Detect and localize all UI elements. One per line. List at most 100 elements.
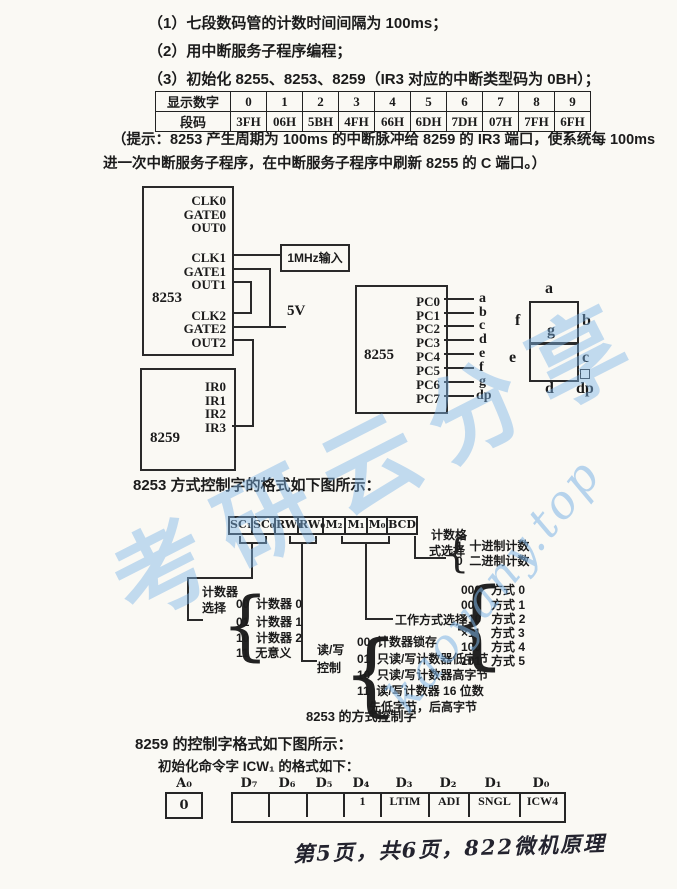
brace: { xyxy=(221,580,270,669)
cw8253-section-title: 8253 方式控制字的格式如下图所示： xyxy=(133,477,381,494)
list-item-3: （3）初始化 8255、8253、8259（IR3 对应的中断类型码为 0BH）… xyxy=(148,71,600,88)
wire-out2 xyxy=(232,339,254,341)
icw1-header-d5: D₅ xyxy=(315,776,333,791)
code-cell: 66H xyxy=(374,111,411,132)
count-format-label-1: 计数格 xyxy=(431,528,468,542)
counter-select-label-1: 计数器 xyxy=(202,585,239,599)
display-seg-b: b xyxy=(582,312,591,329)
rw-option: 11 读/写计数器 16 位数 xyxy=(357,684,484,698)
wire-seg-c xyxy=(444,325,474,327)
format-option: 0 二进制计数 xyxy=(456,554,530,568)
icw1-cell-d6 xyxy=(270,794,308,817)
icw1-header-a0: A₀ xyxy=(176,776,192,791)
brace: { xyxy=(444,531,470,577)
digit-cell: 6 xyxy=(446,91,483,112)
icw1-subtitle: 初始化命令字 ICW₁ 的格式如下： xyxy=(158,759,360,774)
pin-out0: OUT0 xyxy=(191,220,226,235)
connector xyxy=(187,577,253,579)
connector xyxy=(414,536,416,559)
seg-line-b: b xyxy=(479,305,487,320)
mode-option: 101 方式 5 xyxy=(461,654,526,668)
counter-option: 11 无意义 xyxy=(236,646,292,660)
seg-line-a: a xyxy=(479,291,486,306)
pin-ir3: IR3 xyxy=(205,420,226,435)
connector xyxy=(251,542,253,579)
mode-option: ×11 方式 3 xyxy=(461,626,525,640)
chip-8255-label: 8255 xyxy=(364,347,394,363)
seg-line-e: e xyxy=(479,346,486,361)
connector xyxy=(388,536,390,544)
connector xyxy=(341,536,343,544)
display-seg-e: e xyxy=(509,349,517,366)
icw1-cell-d4: 1 xyxy=(345,794,382,817)
wire-out2-ir3-vertical xyxy=(252,339,254,427)
icw1-bit-row: 1 LTIM ADI SNGL ICW4 xyxy=(231,792,566,823)
pin-out1: OUT1 xyxy=(191,277,226,292)
pin-pc1: PC1 xyxy=(416,308,440,323)
pin-ir0: IR0 xyxy=(205,379,226,394)
list-item-2: （2）用中断服务子程序编程； xyxy=(148,43,352,60)
rw-control-label-2: 控制 xyxy=(317,661,342,675)
icw1-header-d0: D₀ xyxy=(532,776,550,791)
rw-option: 01 只读/写计数器低字节 xyxy=(357,652,489,666)
seg-line-c: c xyxy=(479,318,486,333)
wire-seg-e xyxy=(444,353,474,355)
wire-seg-f xyxy=(444,367,474,369)
icw1-header-d1: D₁ xyxy=(484,776,502,791)
icw1-a0-cell: 0 xyxy=(165,792,203,819)
mode-option: 000 方式 0 xyxy=(461,583,526,597)
rw-option: 先低字节，后高字节 xyxy=(369,700,478,714)
icw1-cell-d1: SNGL xyxy=(470,794,521,817)
connector xyxy=(301,660,317,662)
display-seg-dp: dp xyxy=(576,380,594,397)
hint-line-2: 进一次中断服务子程序，在中断服务子程序中刷新 8255 的 C 端口。） xyxy=(103,156,547,172)
bit-rw1: RW₁ xyxy=(274,516,302,535)
connector xyxy=(289,536,291,544)
cw8259-section-title: 8259 的控制字格式如下图所示： xyxy=(135,736,353,753)
pin-pc0: PC0 xyxy=(416,294,440,309)
row-label-digits: 显示数字 xyxy=(155,91,231,112)
table-row: 显示数字 0 1 2 3 4 5 6 7 8 9 xyxy=(155,91,591,112)
bit-m0: M₀ xyxy=(366,516,388,535)
display-seg-c: c xyxy=(582,349,590,366)
seg-line-g: g xyxy=(479,374,486,389)
wire-seg-a xyxy=(444,298,474,300)
pin-gate0: GATE0 xyxy=(183,207,226,222)
mode-option: ×10 方式 2 xyxy=(461,612,526,626)
rw-option: 00 计数器锁存 xyxy=(357,635,438,649)
connector xyxy=(301,542,303,662)
wire-seg-g xyxy=(444,381,474,383)
display-seg-f: f xyxy=(515,312,521,329)
code-cell: 7FH xyxy=(518,111,555,132)
icw1-cell-d5 xyxy=(308,794,345,817)
wire-clk1 xyxy=(232,254,280,256)
seg-line-f: f xyxy=(479,360,484,375)
bit-rw0: RW₀ xyxy=(297,516,325,535)
code-cell: 5BH xyxy=(302,111,339,132)
bit-sc0: SC₀ xyxy=(251,516,276,535)
counter-option: 10 计数器 2 xyxy=(236,631,303,645)
counter-option: 01 计数器 1 xyxy=(236,615,303,629)
pin-clk0: CLK0 xyxy=(191,193,226,208)
icw1-cell-d0: ICW4 xyxy=(526,794,559,808)
wire-ir3 xyxy=(232,425,254,427)
wire-out1 xyxy=(232,281,252,283)
rw-option: 10 只读/写计数器高字节 xyxy=(357,668,489,682)
chip-8255-box: PC0 PC1 PC2 PC3 PC4 PC5 PC6 PC7 8255 xyxy=(355,285,448,414)
wire-seg-dp xyxy=(444,395,474,397)
wire-seg-b xyxy=(444,312,474,314)
chip-8253-label: 8253 xyxy=(152,290,182,306)
code-cell: 3FH xyxy=(230,111,267,132)
bit-m2: M₂ xyxy=(322,516,346,535)
mode-option: 100 方式 4 xyxy=(461,640,526,654)
pin-pc7: PC7 xyxy=(416,391,440,406)
chip-8253-box: CLK0 GATE0 OUT0 CLK1 GATE1 OUT1 CLK2 GAT… xyxy=(142,186,234,356)
bit-bcd: BCD xyxy=(386,516,418,535)
pin-gate1: GATE1 xyxy=(183,264,226,279)
code-cell: 07H xyxy=(482,111,519,132)
bit-sc1: SC₁ xyxy=(228,516,253,535)
icw1-header-d4: D₄ xyxy=(352,776,370,791)
pin-out2: OUT2 xyxy=(191,335,226,350)
brace: { xyxy=(342,622,400,727)
